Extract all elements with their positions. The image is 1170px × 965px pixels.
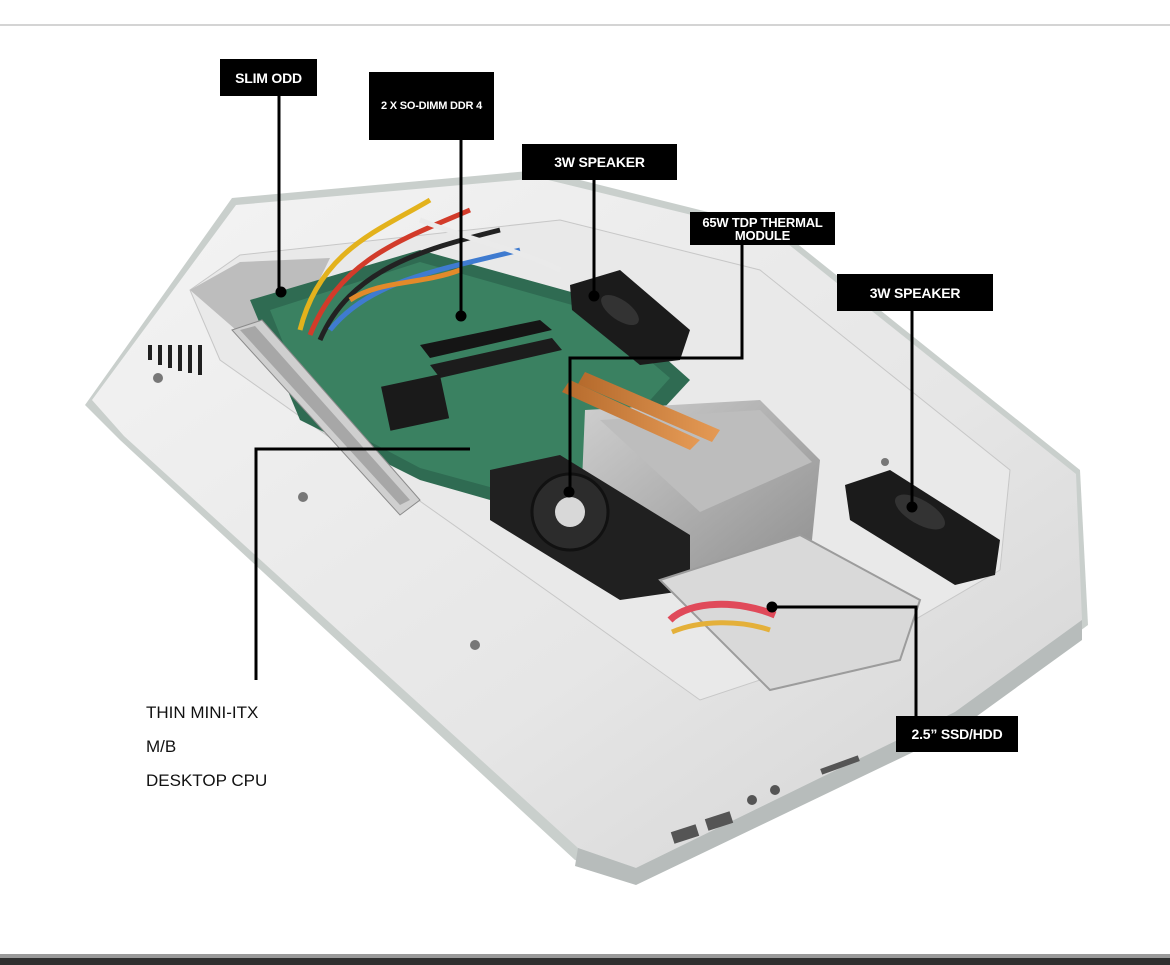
- label-mini-itx: THIN MINI-ITX: [146, 703, 259, 722]
- speaker-left: [570, 270, 690, 365]
- speaker-right: [845, 470, 1000, 585]
- screws: [153, 373, 889, 650]
- bottom-bar: [0, 954, 1170, 965]
- cables: [297, 197, 562, 341]
- callout-so-dimm: 2 X SO-DIMM DDR 4: [369, 72, 494, 140]
- callout-slim-odd: SLIM ODD: [220, 59, 317, 96]
- chipset-heatsink: [381, 374, 450, 431]
- callout-speaker-left: 3W SPEAKER: [522, 144, 677, 180]
- callout-ssd-hdd: 2.5” SSD/HDD: [896, 716, 1018, 752]
- label-mb: M/B: [146, 737, 177, 756]
- label-desktop-cpu: DESKTOP CPU: [146, 771, 268, 790]
- side-vents: [148, 345, 202, 375]
- thermal-module: [490, 372, 820, 600]
- ram-slots: [420, 320, 562, 378]
- callout-thermal-module: 65W TDP THERMAL MODULE: [690, 212, 835, 245]
- front-ports: [670, 755, 860, 844]
- drive-bay: [658, 533, 922, 692]
- leader-endpoints: [275, 286, 918, 613]
- leader-lines: [254, 96, 918, 716]
- top-divider: [0, 24, 1170, 26]
- callout-speaker-right: 3W SPEAKER: [837, 274, 993, 311]
